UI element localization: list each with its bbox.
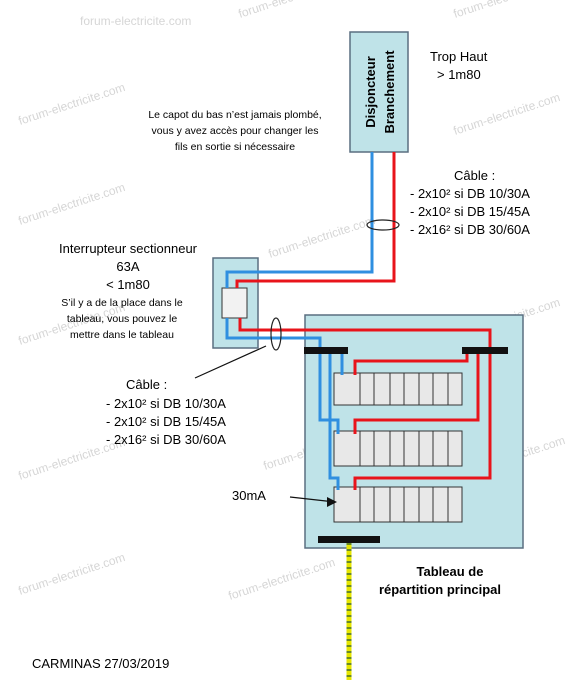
cover-note-line-1: Le capot du bas n’est jamais plombé, [148,109,321,121]
switch-device [221,287,248,319]
breaker-rail [333,372,463,406]
panel-title-line-1: Tableau de [417,564,484,579]
breaker-row [333,372,463,406]
cable-bottom-line: - 2x10² si DB 15/45A [106,414,226,429]
neutral-panel-wire [225,318,322,351]
phase-branch-wire [353,351,480,434]
cable-pointer-line [194,345,267,379]
cable-bottom-line: - 2x10² si DB 10/30A [106,396,226,411]
height-note-line-2: > 1m80 [437,67,481,82]
watermark: forum-electricite.com [452,90,562,138]
cable-top-line: - 2x10² si DB 15/45A [410,204,530,219]
watermark: forum-electricite.com [80,14,191,28]
phase-panel-wire [238,318,492,351]
cable-bottom-title: Câble : [126,377,167,392]
switch-note-line-4: S’il y a de la place dans le [61,297,183,309]
watermark: forum-electricite.com [17,550,127,598]
cable-top-title: Câble : [454,168,495,183]
cable-bottom-line: - 2x16² si DB 30/60A [106,432,226,447]
rcd-pointer-arrow [327,497,337,507]
cable-top-line: - 2x10² si DB 10/30A [410,186,530,201]
earth-busbar [318,536,380,543]
breaker-rail [333,486,463,523]
switch-note-line-6: mettre dans le tableau [70,329,174,341]
switch-note-line-1: Interrupteur sectionneur [59,241,198,256]
rcd-label: 30mA [232,488,266,503]
main-breaker-label-1: Disjoncteur [363,56,378,128]
watermark: forum-electricite.com [452,0,562,21]
cable-sheath-bottom [270,317,282,351]
phase-busbar [462,347,508,354]
watermark: forum-electricite.com [267,213,377,261]
switch-note-line-3: < 1m80 [106,277,150,292]
phase-branch-wire [353,351,492,490]
watermark: forum-electricite.com [17,180,127,228]
cover-note-line-2: vous y avez accès pour changer les [152,125,319,137]
breaker-row [333,486,463,523]
phase-branch-wire [353,351,469,375]
phase-wires [235,152,492,490]
author-credit: CARMINAS 27/03/2019 [32,656,169,671]
neutral-branch-wire [328,351,340,490]
switch-note-line-2: 63A [116,259,139,274]
cover-note-line-3: fils en sortie si nécessaire [175,141,295,153]
watermark: forum-electricite.com [227,555,337,603]
breaker-rail [333,430,463,467]
switch-note-line-5: tableau, vous pouvez le [67,313,177,325]
panel-title-line-2: répartition principal [379,582,501,597]
neutral-busbar [304,347,348,354]
cable-top-line: - 2x16² si DB 30/60A [410,222,530,237]
watermark: forum-electricite.com [237,0,347,21]
main-breaker-label-2: Branchement [382,50,397,134]
watermark: forum-electricite.com [17,80,127,128]
cable-sheath-top [366,219,400,231]
neutral-wires [225,152,374,490]
height-note-line-1: Trop Haut [430,49,488,64]
main-breaker-box [349,31,409,153]
phase-feed-wire [235,152,396,288]
main-breaker: Disjoncteur Branchement [349,31,409,153]
breaker-row [333,430,463,467]
neutral-feed-wire [225,152,374,288]
